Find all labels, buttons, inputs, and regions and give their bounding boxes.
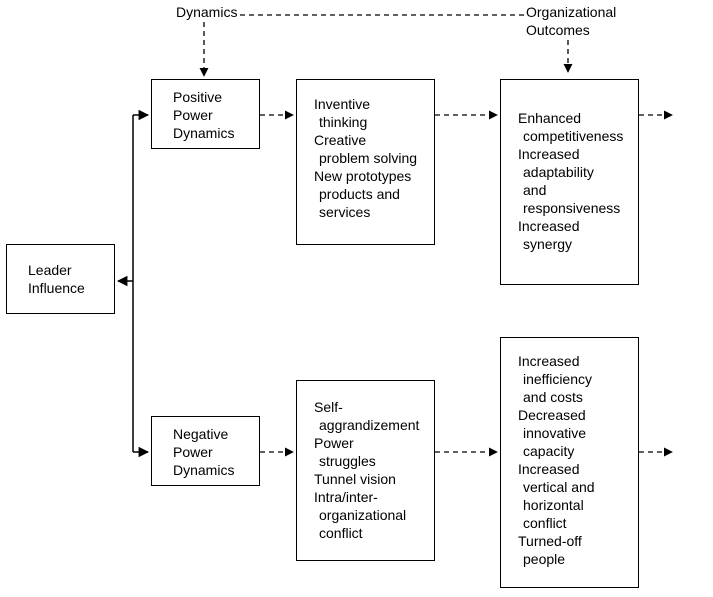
effect-line: organizational	[319, 507, 407, 523]
outcome-line: vertical and	[523, 479, 595, 495]
outcome-line: Decreased	[518, 407, 586, 423]
influence-line: Influence	[28, 280, 85, 296]
outcome-line: capacity	[523, 443, 575, 459]
dynamics-header: Dynamics	[176, 4, 238, 20]
outcomes-header: Organizational Outcomes	[526, 4, 617, 38]
outcome-line: competitiveness	[523, 128, 624, 144]
effect-line: Tunnel vision	[314, 471, 396, 487]
effect-line: Power	[314, 435, 354, 451]
outcome-line: and	[523, 182, 547, 198]
effect-line: New prototypes	[314, 168, 412, 184]
positive-title-line: Dynamics	[173, 125, 235, 141]
outcome-line: Enhanced	[518, 110, 582, 126]
negative-outcomes-box: Increased inefficiency and costs Decreas…	[500, 337, 639, 588]
positive-title-line: Positive	[173, 89, 223, 105]
outcome-line: people	[523, 551, 566, 567]
negative-title-line: Power	[173, 444, 213, 460]
outcome-line: horizontal	[523, 497, 584, 513]
effect-line: products and	[319, 186, 400, 202]
outcome-line: responsiveness	[523, 200, 621, 216]
leader-line: Leader	[28, 262, 72, 278]
outcome-line: conflict	[523, 515, 567, 531]
leader-influence-box: Leader Influence	[6, 244, 115, 314]
negative-effects-box: Self- aggrandizement Power struggles Tun…	[296, 380, 435, 561]
outcome-line: Increased	[518, 353, 580, 369]
positive-power-dynamics-box: Positive Power Dynamics	[151, 79, 260, 149]
outcome-line: and costs	[523, 389, 583, 405]
effect-line: conflict	[319, 525, 363, 541]
effect-line: Inventive	[314, 96, 371, 112]
positive-title-line: Power	[173, 107, 213, 123]
negative-title-line: Dynamics	[173, 462, 235, 478]
effect-line: Intra/inter-	[314, 489, 378, 505]
outcome-line: innovative	[523, 425, 587, 441]
effect-line: problem solving	[319, 150, 418, 166]
outcome-line: Turned-off	[518, 533, 582, 549]
negative-title-line: Negative	[173, 426, 229, 442]
outcome-line: Increased	[518, 218, 580, 234]
effect-line: Self-	[314, 399, 343, 415]
outcome-line: inefficiency	[523, 371, 593, 387]
negative-power-dynamics-box: Negative Power Dynamics	[151, 416, 260, 486]
outcome-line: adaptability	[523, 164, 594, 180]
outcome-line: Increased	[518, 461, 580, 477]
outcome-line: synergy	[523, 236, 573, 252]
positive-outcomes-box: Enhanced competitiveness Increased adapt…	[500, 79, 639, 285]
effect-line: aggrandizement	[319, 417, 420, 433]
effect-line: struggles	[319, 453, 376, 469]
effect-line: thinking	[319, 114, 368, 130]
effect-line: services	[319, 204, 371, 220]
outcome-line: Increased	[518, 146, 580, 162]
effect-line: Creative	[314, 132, 367, 148]
positive-effects-box: Inventive thinking Creative problem solv…	[296, 79, 435, 245]
